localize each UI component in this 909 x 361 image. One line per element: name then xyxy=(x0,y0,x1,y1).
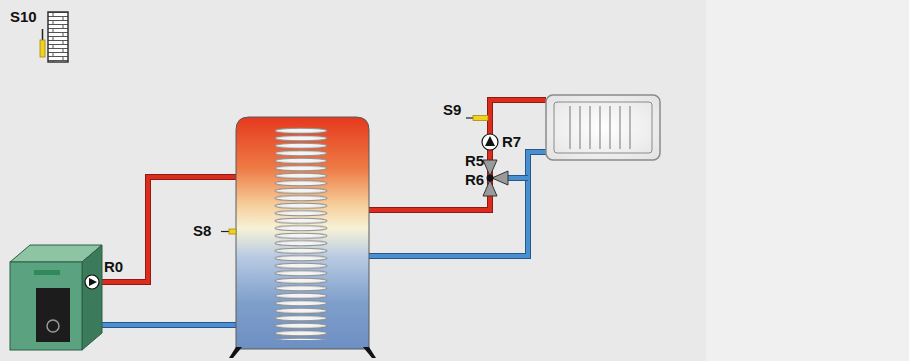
callout-label: S9 xyxy=(443,101,461,118)
callout-label: S8 xyxy=(193,222,211,239)
pump xyxy=(482,134,498,150)
sensor-wire xyxy=(466,117,473,118)
mixing-valve xyxy=(483,160,508,196)
callout-label: R0 xyxy=(104,258,123,275)
callout-label: R5 xyxy=(465,152,484,169)
flow-sensor xyxy=(473,116,488,121)
radiator xyxy=(546,95,660,160)
background xyxy=(0,0,706,361)
callout-label: S10 xyxy=(10,8,37,25)
storage-tank xyxy=(229,117,376,358)
callout-label: R7 xyxy=(502,133,521,150)
callout-label: R6 xyxy=(465,171,484,188)
background-strip xyxy=(706,0,909,361)
wall xyxy=(48,12,68,62)
boiler xyxy=(10,245,102,350)
tank-sensor xyxy=(229,229,236,234)
sensor-wire xyxy=(221,231,229,232)
sensor-wire xyxy=(42,29,44,40)
outdoor-sensor xyxy=(40,40,45,57)
